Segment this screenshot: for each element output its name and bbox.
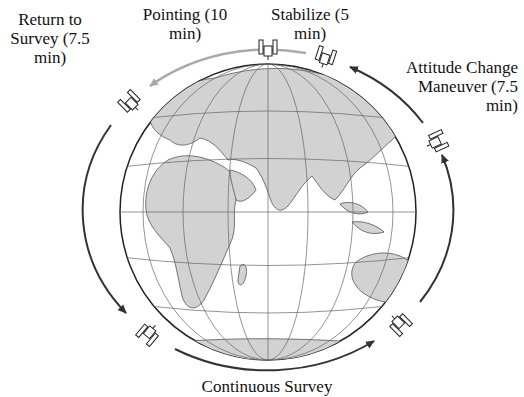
satellite-icon [118, 90, 145, 117]
satellite-icon [313, 46, 336, 71]
phase-label: Attitude Change Maneuver (7.5 min) [383, 58, 518, 115]
phase-label: Stabilize (5 min) [270, 5, 350, 43]
pointing-arrow [150, 50, 306, 86]
phase-label: Return to Survey (7.5 min) [4, 10, 96, 67]
orbit-arrow [175, 341, 374, 370]
orbit-path [83, 50, 454, 371]
satellite-icon [136, 320, 163, 347]
satellite-icon [259, 40, 277, 60]
orbit-arrow [420, 155, 453, 302]
satellites [118, 40, 449, 346]
satellite-icon [423, 130, 449, 155]
earth [120, 64, 420, 380]
orbit-arrow [83, 125, 126, 313]
phase-label: Pointing (10 min) [140, 5, 230, 43]
phase-label: Continuous Survey [162, 377, 372, 396]
satellite-icon [386, 310, 413, 337]
